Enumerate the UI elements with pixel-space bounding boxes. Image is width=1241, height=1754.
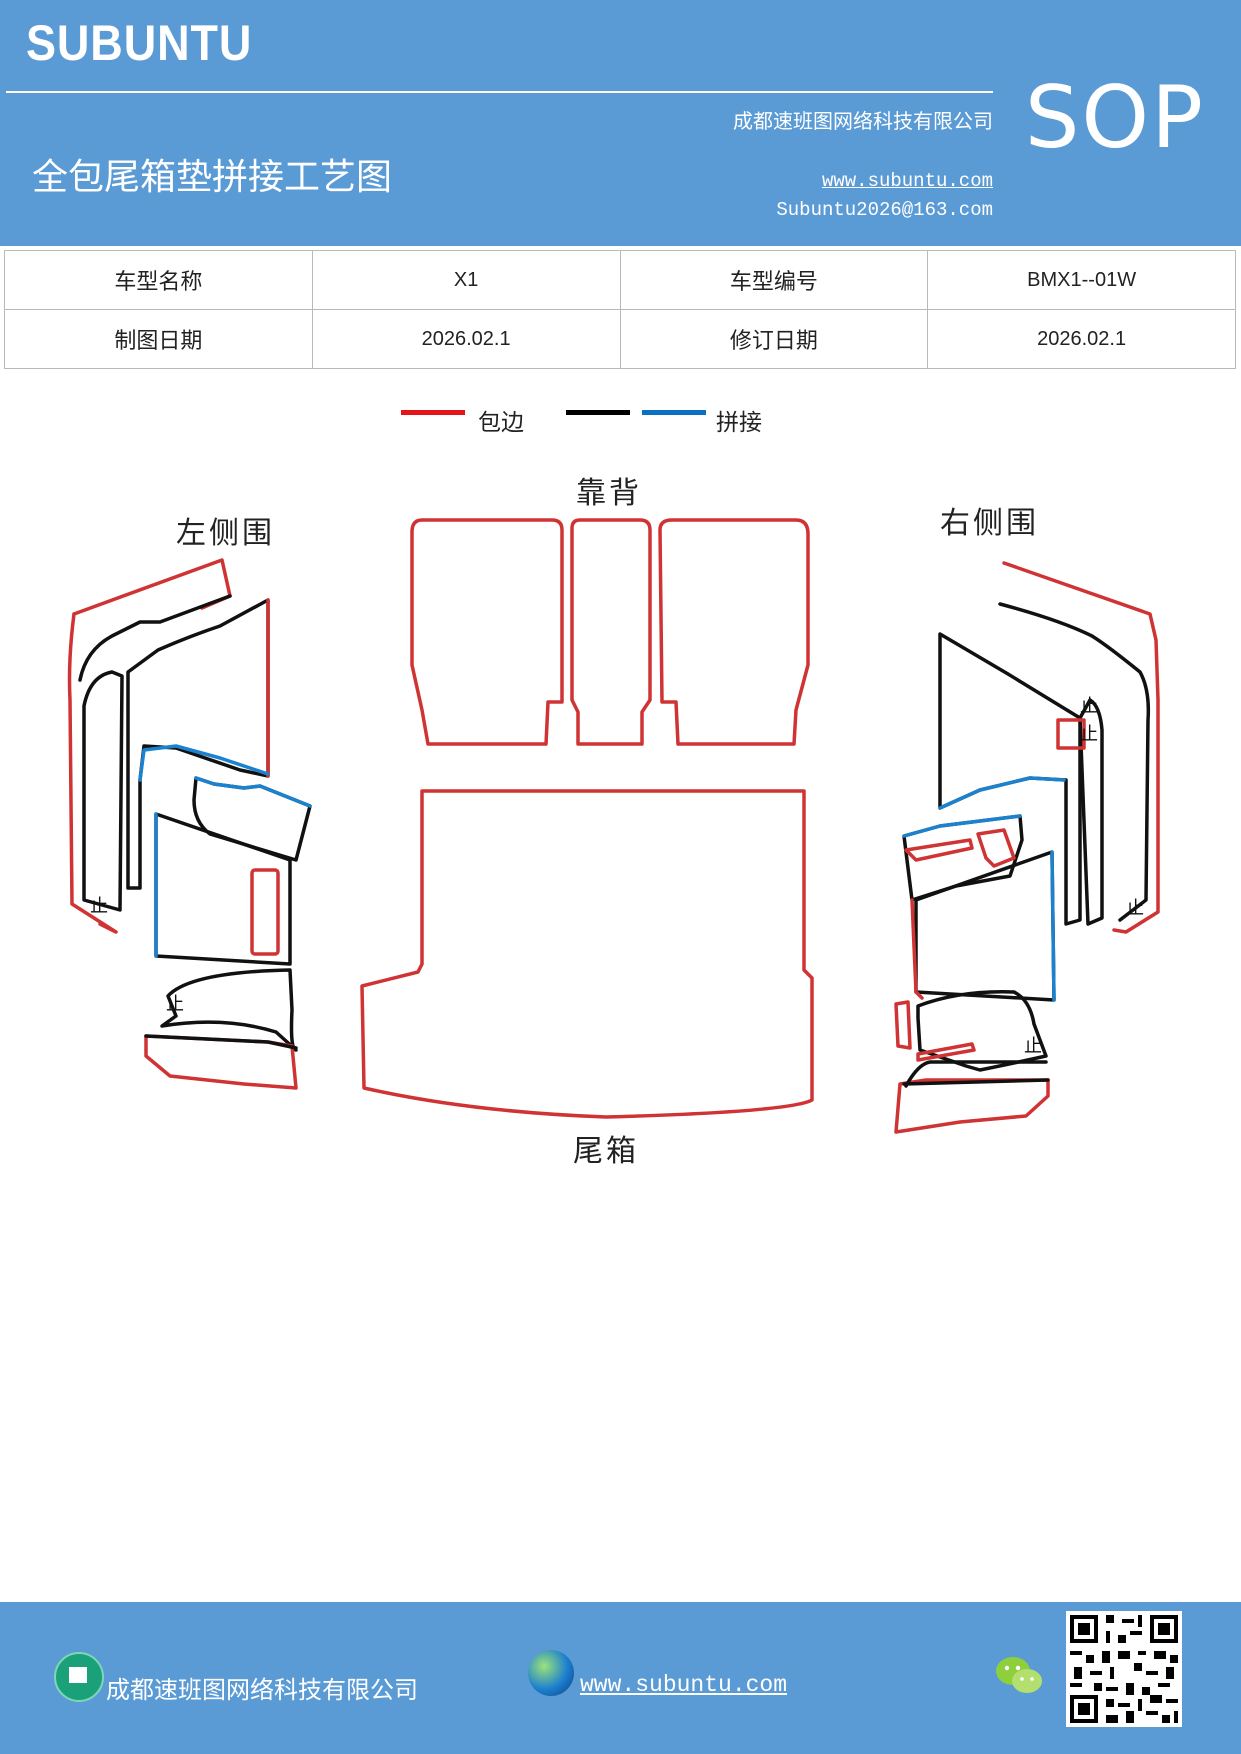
value-model-name: X1 [311, 250, 621, 310]
wechat-icon[interactable] [994, 1654, 1044, 1698]
stop-mark: 止 [1024, 1036, 1042, 1057]
left-panel-bottom-2-splice [144, 1034, 298, 1050]
right-panel-bottom-small [894, 1000, 912, 1050]
qr-code-icon [1066, 1611, 1182, 1727]
left-panel-bottom-1 [160, 968, 298, 1052]
right-panel-lower-piece [914, 850, 1056, 1002]
legend-label-edging: 包边 [478, 410, 524, 436]
document-title: 全包尾箱垫拼接工艺图 [32, 157, 393, 198]
backrest-left-piece [410, 518, 564, 746]
label-model-code: 车型编号 [619, 250, 929, 310]
legend-label-splice: 拼接 [716, 410, 762, 436]
right-panel-curve [904, 1060, 1048, 1088]
website-link[interactable]: www.subuntu.com [821, 170, 993, 192]
legend-swatch-red [401, 410, 465, 415]
right-panel-bottom-2 [894, 1078, 1050, 1134]
stop-mark: 止 [1080, 724, 1098, 745]
label-left-panel: 左侧围 [176, 516, 275, 551]
label-revision-date: 修订日期 [619, 309, 929, 369]
stop-mark: 止 [90, 896, 108, 917]
brand-logo: SUBUNTU [26, 15, 253, 71]
company-name: 成都速班图网络科技有限公司 [733, 109, 993, 133]
left-panel-inner-strip [82, 670, 124, 912]
right-panel-inner-line [998, 602, 1151, 922]
info-table: 车型名称 X1 车型编号 BMX1--01W 制图日期 2026.02.1 修订… [4, 250, 1236, 369]
label-draw-date: 制图日期 [4, 309, 313, 369]
right-panel-bottom-1 [916, 990, 1048, 1072]
right-panel-outer-edge [1002, 561, 1160, 934]
stop-mark: 止 [1126, 898, 1144, 919]
right-panel-lower-red [910, 898, 924, 1000]
value-draw-date: 2026.02.1 [311, 309, 621, 369]
label-trunk: 尾箱 [573, 1134, 639, 1169]
value-revision-date: 2026.02.1 [927, 309, 1236, 369]
value-model-code: BMX1--01W [927, 250, 1236, 310]
trunk-floor-piece [360, 789, 814, 1119]
backrest-right-piece [658, 518, 810, 746]
sop-badge: SOP [1024, 68, 1205, 168]
left-panel-splice-blue [138, 744, 270, 782]
left-panel-lower-piece [154, 812, 292, 966]
right-panel-inner-strip [1078, 698, 1104, 926]
stop-mark: 止 [166, 994, 184, 1015]
left-panel-middle-splice [194, 776, 312, 808]
label-model-name: 车型名称 [4, 250, 313, 310]
email-address: Subuntu2026@163.com [776, 199, 993, 221]
label-backrest: 靠背 [576, 476, 642, 511]
right-panel-notch [1056, 718, 1086, 750]
stop-mark: 止 [1080, 696, 1098, 717]
legend-swatch-black [566, 410, 630, 415]
right-panel-red-strip [904, 838, 974, 862]
right-panel-small-square [976, 828, 1016, 868]
left-panel-slot [250, 868, 280, 956]
backrest-middle-piece [570, 518, 652, 746]
left-panel-inner-line [78, 594, 232, 682]
right-panel-middle-splice [902, 814, 1022, 838]
footer-website-link[interactable]: www.subuntu.com [580, 1672, 788, 1698]
footer-banner: 成都速班图网络科技有限公司 www.subuntu.com [0, 1602, 1241, 1754]
header-divider [6, 91, 993, 93]
legend-swatch-blue [642, 410, 706, 415]
right-panel-bottom-2-splice [902, 1078, 1050, 1086]
label-right-panel: 右侧围 [940, 506, 1039, 541]
footer-company-name: 成都速班图网络科技有限公司 [106, 1676, 418, 1704]
building-icon [54, 1652, 104, 1702]
right-panel-bottom-red-strip [916, 1042, 976, 1062]
mat-diagram: 止 止 止 止 止 止 [67, 518, 1160, 1134]
left-panel-outer-side [67, 612, 118, 934]
globe-icon [528, 1650, 574, 1696]
table-row: 车型名称 X1 车型编号 BMX1--01W [4, 250, 1236, 310]
table-row: 制图日期 2026.02.1 修订日期 2026.02.1 [4, 309, 1236, 369]
right-panel-lower-splice [1050, 850, 1056, 1002]
header-banner: SUBUNTU SOP 成都速班图网络科技有限公司 全包尾箱垫拼接工艺图 www… [0, 0, 1241, 246]
right-panel-upper-splice [938, 776, 1066, 810]
